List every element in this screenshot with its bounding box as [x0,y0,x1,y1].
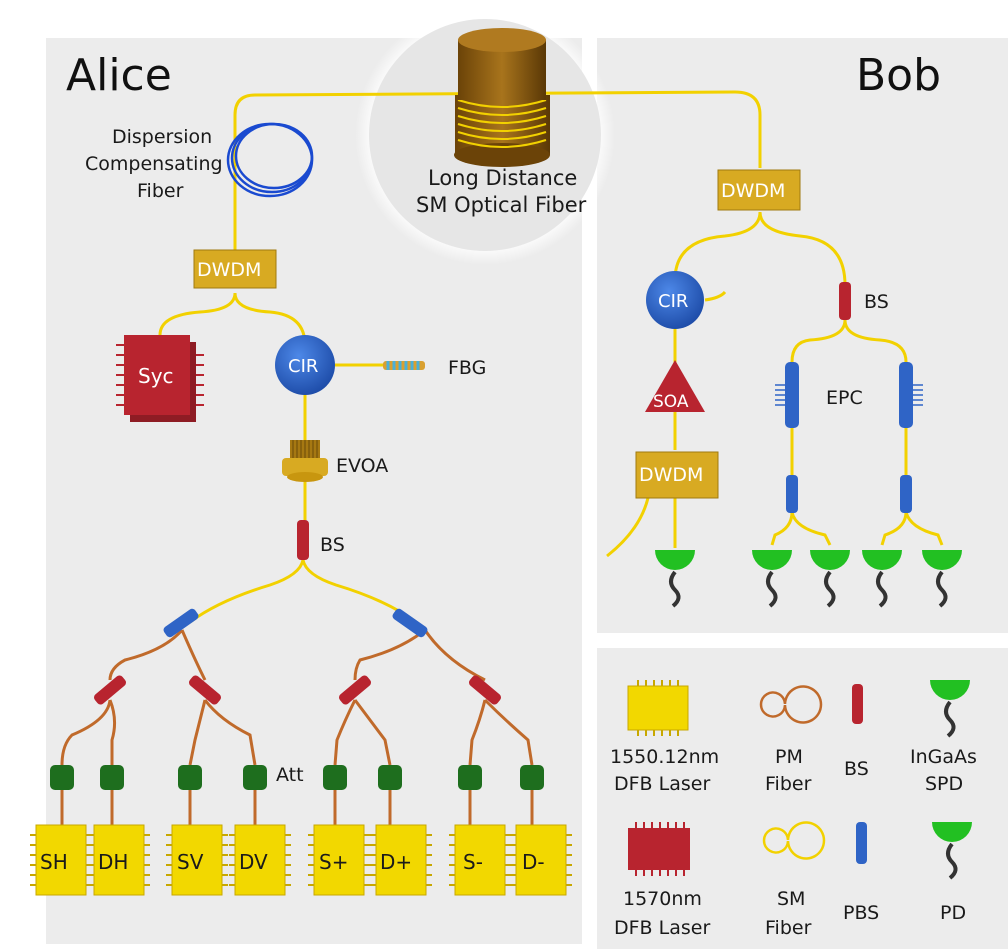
epc-left [775,362,799,428]
bob-panel [597,38,1008,633]
legend-bs-icon [852,684,863,724]
bob-dwdm-top-label: DWDM [721,180,785,202]
legend-dfb1550-line1: 1550.12nm [610,746,719,768]
laser-sh-label: SH [40,850,68,874]
laser-d-minus-label: D- [522,850,545,874]
evoa-label: EVOA [336,455,388,477]
alice-dwdm-label: DWDM [197,259,261,281]
sync-laser: Syc [116,335,204,422]
laser-dh: DH [88,824,150,896]
laser-d-plus-label: D+ [380,850,412,874]
legend-dfb1570-icon [628,822,690,876]
alice-bs-2 [188,675,222,705]
laser-d-plus: D+ [370,824,432,896]
spd-2 [752,550,792,608]
attenuators [50,765,544,790]
legend-pbs-label: PBS [843,902,879,924]
alice-circulator: CIR [275,335,335,395]
fbg-icon [383,361,425,370]
legend-bs-label: BS [844,758,869,780]
legend-dfb1550-line2: DFB Laser [614,773,710,795]
legend-dfb1550-icon [627,680,689,736]
alice-pbs-left [163,608,199,638]
legend-pd-icon [932,822,972,880]
alice-bs-icon [297,520,309,560]
legend-pm-line2: Fiber [765,773,812,795]
fiber-spool-icon [454,28,550,167]
alice-bs-label: BS [320,534,345,556]
alice-pbs-right [392,608,428,638]
laser-s-minus-label: S- [463,850,483,874]
sync-label: Syc [138,364,174,388]
legend-sm-line1: SM [777,888,805,910]
alice-dwdm: DWDM [193,249,277,289]
att-label: Att [276,764,304,786]
spd-1 [655,550,695,608]
bob-cir-label: CIR [658,291,688,312]
spd-3 [810,550,850,608]
dcf-label-line2: Compensating [85,153,223,175]
alice-bs-1 [93,675,127,705]
laser-sv: SV [166,824,228,896]
bob-dwdm-top: DWDM [717,169,801,211]
soa-label: SOA [653,392,689,412]
bob-circulator: CIR [646,271,704,329]
bob-detectors [655,550,962,608]
bob-pbs-right [900,475,912,513]
laser-sh: SH [30,824,92,896]
fbg-label: FBG [448,357,486,379]
laser-sv-label: SV [177,850,204,874]
alice-cir-label: CIR [288,356,318,377]
bob-dwdm-bottom: DWDM [635,451,719,499]
laser-s-plus: S+ [308,824,370,896]
legend-sm-fiber-icon [762,821,826,860]
legend-pd-label: PD [940,902,966,924]
epc-right [899,362,923,428]
legend-spd-icon [930,680,970,738]
alice-bs-3 [338,675,372,705]
alice-bs-4 [468,675,502,705]
laser-dv: DV [229,824,291,896]
fiber-label-line1: Long Distance [428,166,577,190]
legend-pbs-icon [856,822,867,864]
bob-bs-icon [839,282,851,320]
bob-dwdm-bottom-label: DWDM [639,464,703,486]
bob-title: Bob [856,50,941,101]
evoa-icon [282,440,328,482]
legend-dfb1570-line2: DFB Laser [614,917,710,939]
legend-spd-line1: InGaAs [910,746,977,768]
spd-5 [922,550,962,608]
bob-sm-fibers [606,211,944,558]
legend-pm-line1: PM [775,746,803,768]
spd-4 [862,550,902,608]
dcf-coil-icon [226,122,314,198]
legend-dfb1570-line1: 1570nm [623,888,702,910]
alice-title: Alice [66,50,172,101]
epc-label: EPC [826,387,863,409]
laser-s-minus: S- [449,824,511,896]
dcf-label-line3: Fiber [137,180,184,202]
alice-lasers: SH DH SV DV S+ D+ S- [30,824,572,896]
alice-pm-fibers [60,628,534,825]
soa-icon: SOA [645,360,705,412]
fiber-label-line2: SM Optical Fiber [416,193,587,217]
laser-dv-label: DV [239,850,268,874]
laser-s-plus-label: S+ [319,850,348,874]
legend-pm-fiber-icon [759,685,823,724]
laser-dh-label: DH [98,850,128,874]
laser-d-minus: D- [510,824,572,896]
bob-bs-label: BS [864,291,889,313]
dcf-label-line1: Dispersion [112,126,212,148]
legend-spd-line2: SPD [925,773,963,795]
legend-sm-line2: Fiber [765,917,812,939]
bob-pbs-left [786,475,798,513]
